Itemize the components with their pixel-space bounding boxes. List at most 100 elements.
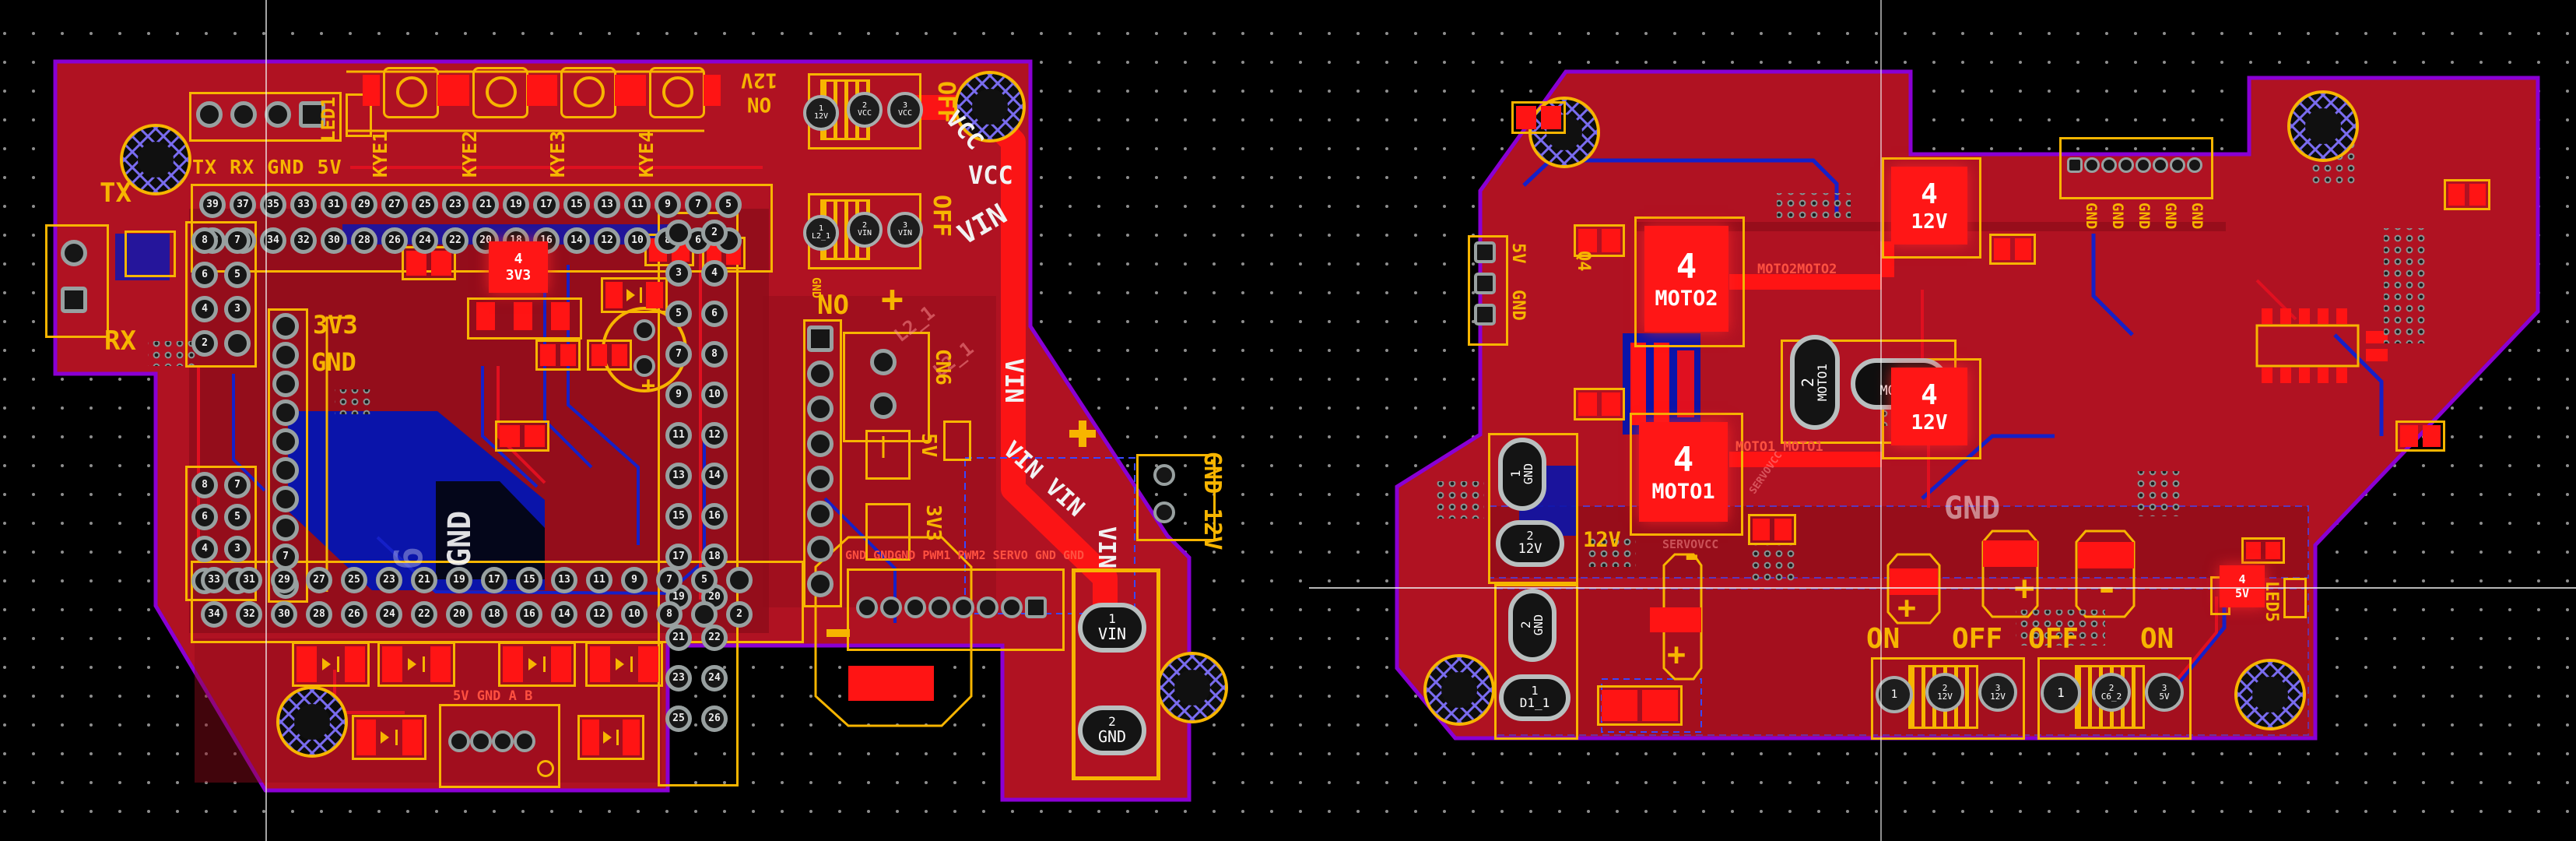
moto1-oval-pad[interactable]: 2 MOTO1 bbox=[1790, 335, 1840, 430]
serial-header-pins[interactable] bbox=[196, 101, 325, 128]
smd-footprint[interactable] bbox=[125, 230, 176, 277]
gnd-pad[interactable]: 2 GND bbox=[1078, 706, 1146, 755]
cn6-pad[interactable] bbox=[870, 392, 897, 419]
buzzer-pad[interactable] bbox=[633, 355, 655, 377]
v12-oval[interactable]: 2 12V bbox=[1496, 520, 1564, 567]
v12-top-pad[interactable]: 4 12V bbox=[1891, 167, 1967, 245]
rb-smd[interactable] bbox=[2395, 420, 2445, 452]
rb-switch-left[interactable] bbox=[1871, 657, 2025, 740]
quad-header-1[interactable] bbox=[185, 221, 257, 368]
rb-swl-pad1[interactable]: 1 bbox=[1876, 676, 1913, 713]
diode-d5[interactable] bbox=[352, 715, 426, 760]
rb-power-outline1[interactable] bbox=[1488, 433, 1578, 584]
rb-smd[interactable] bbox=[1574, 224, 1625, 257]
aux-caption: 5V GND A B bbox=[453, 688, 533, 704]
moto1-pad[interactable]: 4 MOTO1 bbox=[1639, 422, 1728, 522]
rb-swr-pad1[interactable]: 1 bbox=[2041, 673, 2081, 713]
kye4-cap[interactable] bbox=[662, 76, 693, 107]
crosshair-vertical-left bbox=[265, 0, 267, 841]
txrx-pin[interactable] bbox=[61, 287, 87, 313]
rb-8pin-pins[interactable] bbox=[2067, 157, 2202, 173]
kye1-cap[interactable] bbox=[396, 76, 427, 107]
aux-connector[interactable] bbox=[439, 704, 560, 788]
rb-power-outline2[interactable] bbox=[1494, 584, 1578, 740]
rb-smd[interactable] bbox=[2241, 537, 2285, 564]
led1-pads[interactable] bbox=[346, 93, 372, 137]
buzzer-pad[interactable] bbox=[633, 319, 655, 341]
diode-d1[interactable] bbox=[292, 642, 370, 687]
moto2-outline[interactable] bbox=[1634, 216, 1745, 347]
rb-8pin-header[interactable] bbox=[2059, 137, 2213, 199]
gnd1-oval[interactable]: 1 GND bbox=[1498, 438, 1546, 511]
v12-top-outline[interactable] bbox=[1882, 157, 1981, 259]
single-header-pins[interactable] bbox=[807, 325, 834, 597]
rail-3v3-footprint[interactable] bbox=[865, 503, 911, 561]
top-header[interactable] bbox=[191, 184, 773, 273]
aux-connector-pins[interactable] bbox=[448, 730, 535, 752]
cn6-pad[interactable] bbox=[870, 349, 897, 375]
rb-switch-right[interactable] bbox=[2037, 657, 2192, 740]
quad-header-2[interactable] bbox=[185, 466, 257, 601]
gnd2-oval[interactable]: 2 GND bbox=[1508, 589, 1556, 662]
txrx-connector[interactable] bbox=[45, 224, 109, 338]
power-header-pins[interactable]: 78 bbox=[272, 313, 299, 599]
vin-pad[interactable]: 1 VIN bbox=[1078, 603, 1146, 653]
rb-3pin-header[interactable] bbox=[1468, 235, 1508, 346]
rb-smd[interactable] bbox=[1574, 388, 1625, 420]
rail-5v-footprint[interactable] bbox=[865, 430, 911, 480]
smd-footprint[interactable] bbox=[495, 420, 549, 452]
diode-top[interactable] bbox=[601, 277, 668, 313]
bottom-header[interactable] bbox=[191, 561, 804, 643]
diode-d6[interactable] bbox=[577, 715, 644, 760]
diode-footprint[interactable] bbox=[943, 420, 971, 461]
smd-footprint[interactable] bbox=[587, 340, 632, 371]
moto1-outline[interactable] bbox=[1630, 413, 1743, 536]
diode-d3[interactable] bbox=[498, 642, 576, 687]
mount-hole bbox=[120, 124, 191, 195]
diode-d4[interactable] bbox=[585, 642, 663, 687]
moto2-pad[interactable]: 4 MOTO2 bbox=[1644, 226, 1728, 332]
servo-connector[interactable] bbox=[847, 568, 1065, 651]
kye3-cap[interactable] bbox=[574, 76, 605, 107]
cn6-connector[interactable] bbox=[843, 332, 930, 442]
power-terminal[interactable] bbox=[1136, 454, 1216, 541]
regulator-3v3-pad[interactable]: 4 3V3 bbox=[489, 241, 548, 293]
rb-smd[interactable] bbox=[1511, 101, 1566, 134]
kye2-cap[interactable] bbox=[486, 76, 517, 107]
power-terminal-pad[interactable] bbox=[1153, 501, 1175, 523]
d1-oval[interactable]: 1 D1_1 bbox=[1499, 674, 1571, 721]
power-pads-outline[interactable] bbox=[1072, 568, 1160, 780]
power-terminal-pad[interactable] bbox=[1153, 464, 1175, 486]
single-header[interactable] bbox=[803, 319, 842, 607]
rb-smd[interactable] bbox=[2444, 179, 2490, 210]
servo-connector-pins[interactable] bbox=[856, 596, 1047, 618]
txrx-pin[interactable] bbox=[61, 240, 87, 266]
rb-3pin-pins[interactable] bbox=[1474, 241, 1496, 325]
rb-smd[interactable] bbox=[1597, 685, 1683, 726]
regulator-footprint[interactable] bbox=[467, 297, 582, 340]
v12-bottom-pad[interactable]: 4 12V bbox=[1891, 368, 1967, 445]
rb-smd[interactable] bbox=[1748, 514, 1796, 545]
top-header-row2[interactable]: 38363432302826242220181614121086 bbox=[199, 227, 742, 254]
v5-pad[interactable]: 4 5V bbox=[2220, 565, 2265, 607]
rb-smd[interactable] bbox=[1989, 234, 2036, 265]
led5-footprint2[interactable] bbox=[2283, 578, 2307, 618]
diode-d2[interactable] bbox=[377, 642, 455, 687]
smd-footprint[interactable] bbox=[535, 340, 581, 371]
